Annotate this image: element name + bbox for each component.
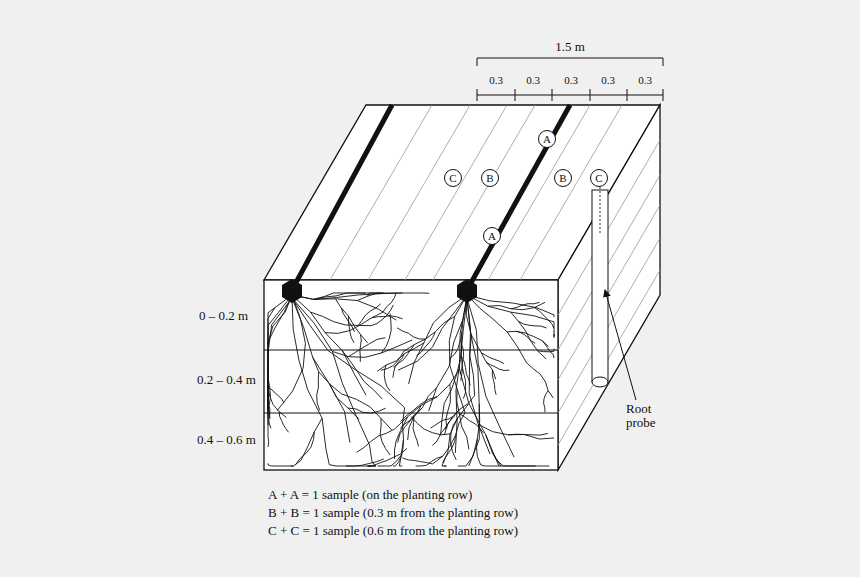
root-stroke — [442, 404, 469, 466]
root-stroke — [542, 340, 554, 358]
root-stroke — [372, 448, 407, 466]
root-stroke — [467, 298, 479, 466]
root-stroke — [268, 463, 294, 466]
root-stroke — [527, 363, 554, 398]
sample-letter: A — [488, 231, 496, 242]
root-stroke — [268, 421, 270, 447]
root-stroke — [381, 314, 391, 354]
depth-label: 0.4 – 0.6 m — [197, 433, 256, 447]
root-stroke — [279, 412, 288, 433]
root-stroke — [268, 298, 292, 418]
root-stroke — [292, 293, 402, 300]
part-name: Root probe — [626, 402, 670, 431]
root-stroke — [326, 449, 372, 466]
root-stroke — [399, 408, 404, 466]
root-stroke — [292, 298, 326, 449]
root-stroke — [268, 295, 292, 378]
sample-letter: A — [543, 134, 551, 145]
root-stroke — [486, 435, 536, 466]
sample-circle: C — [590, 169, 608, 187]
root-stroke — [411, 417, 450, 435]
root-stroke — [335, 299, 367, 343]
sample-circle: B — [481, 169, 499, 187]
root-stroke — [348, 408, 386, 413]
root-stroke — [538, 349, 554, 352]
root-stroke — [332, 340, 412, 357]
root-stroke — [296, 432, 315, 465]
root-stroke — [433, 413, 465, 464]
root-stroke — [404, 317, 455, 352]
note: A + A = 1 sample (on the planting row) — [268, 488, 472, 502]
root-stroke — [432, 425, 447, 445]
root-stroke — [442, 466, 446, 467]
root-stroke — [471, 335, 495, 379]
root-stroke — [408, 388, 437, 440]
root-stroke — [446, 384, 451, 428]
sample-letter: C — [449, 173, 456, 184]
root-stroke — [478, 424, 554, 439]
dimension: 1.5 m — [555, 40, 585, 54]
note: B + B = 1 sample (0.3 m from the plantin… — [268, 506, 518, 520]
root-stroke — [380, 418, 390, 455]
root-stroke — [511, 312, 546, 359]
root-stroke — [357, 429, 395, 452]
root-stroke — [291, 418, 322, 466]
root-stroke — [467, 295, 554, 317]
root-stroke — [395, 369, 460, 429]
root-stroke — [398, 295, 467, 370]
root-stroke — [360, 335, 361, 362]
sample-circle: A — [483, 227, 501, 245]
root-stroke — [329, 384, 391, 430]
root-stroke — [341, 308, 354, 332]
sample-letter: C — [595, 173, 602, 184]
root-stroke — [268, 295, 292, 374]
root-stroke — [544, 391, 549, 413]
dimension: 0.3 — [601, 74, 615, 86]
root-stroke — [554, 324, 555, 337]
dimension: 0.3 — [526, 74, 540, 86]
depth-label: 0 – 0.2 m — [199, 309, 248, 323]
root-stroke — [325, 312, 383, 333]
root-stroke — [397, 328, 425, 339]
sample-circle: A — [538, 130, 556, 148]
root-stroke — [384, 365, 390, 391]
root-stroke — [393, 354, 405, 378]
root-stroke — [394, 345, 415, 368]
note: C + C = 1 sample (0.6 m from the plantin… — [268, 524, 518, 538]
root-stroke — [372, 316, 403, 319]
root-stroke — [268, 387, 284, 403]
root-stroke — [402, 458, 432, 464]
root-stroke — [383, 293, 397, 312]
root-stroke — [507, 331, 548, 346]
root-stroke — [492, 452, 525, 466]
depth-label: 0.2 – 0.4 m — [197, 373, 256, 387]
root-stroke — [459, 298, 499, 466]
root-stroke — [467, 295, 554, 324]
root-stroke — [342, 351, 382, 399]
root-stroke — [381, 351, 404, 370]
sample-letter: B — [486, 173, 493, 184]
dimension: 0.3 — [638, 74, 652, 86]
dimension: 0.3 — [489, 74, 503, 86]
root-stroke — [481, 353, 504, 364]
sample-circle: C — [444, 169, 462, 187]
root-stroke — [268, 295, 292, 367]
root-stroke — [346, 459, 384, 466]
dimension: 0.3 — [564, 74, 578, 86]
root-stroke — [268, 378, 286, 418]
root-stroke — [467, 298, 514, 457]
sample-letter: B — [559, 173, 566, 184]
root-stroke — [313, 357, 359, 419]
root-stroke — [413, 416, 418, 446]
root-stroke — [378, 455, 402, 466]
root-stroke — [405, 293, 429, 294]
root-stroke — [451, 418, 458, 460]
root-stroke — [317, 372, 320, 411]
sample-circle: B — [554, 169, 572, 187]
